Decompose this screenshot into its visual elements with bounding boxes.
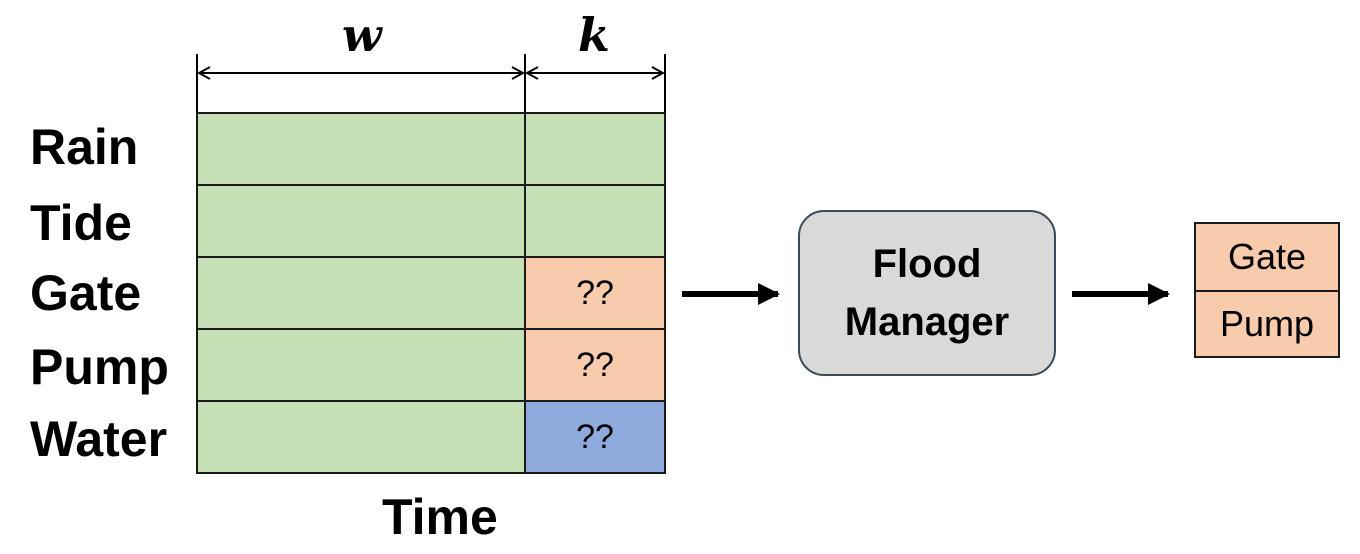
row-label-pump: Pump <box>30 339 169 395</box>
output-cell-pump: Pump <box>1194 290 1340 358</box>
row-label-water: Water <box>30 411 168 467</box>
manager-line-1: Flood <box>872 242 982 286</box>
horizon-k-label: k <box>578 8 610 62</box>
time-axis-label: Time <box>382 489 498 545</box>
future-cell-rain <box>524 112 666 186</box>
manager-line-2: Manager <box>844 300 1010 344</box>
future-cell-gate: ?? <box>524 256 666 330</box>
flood-manager-box: Flood Manager <box>798 210 1056 376</box>
future-cell-water: ?? <box>524 400 666 474</box>
row-label-rain: Rain <box>30 119 139 175</box>
row-label-gate: Gate <box>30 265 142 321</box>
output-label-gate: Gate <box>1227 236 1307 277</box>
future-cell-text: ?? <box>576 345 614 384</box>
window-w-label: w <box>342 8 382 62</box>
future-cell-tide <box>524 184 666 258</box>
future-cell-pump: ?? <box>524 328 666 402</box>
output-label-pump: Pump <box>1219 303 1315 344</box>
history-cell-water <box>196 400 526 474</box>
future-cell-text: ?? <box>576 417 614 456</box>
row-label-tide: Tide <box>30 195 132 251</box>
future-cell-text: ?? <box>576 273 614 312</box>
